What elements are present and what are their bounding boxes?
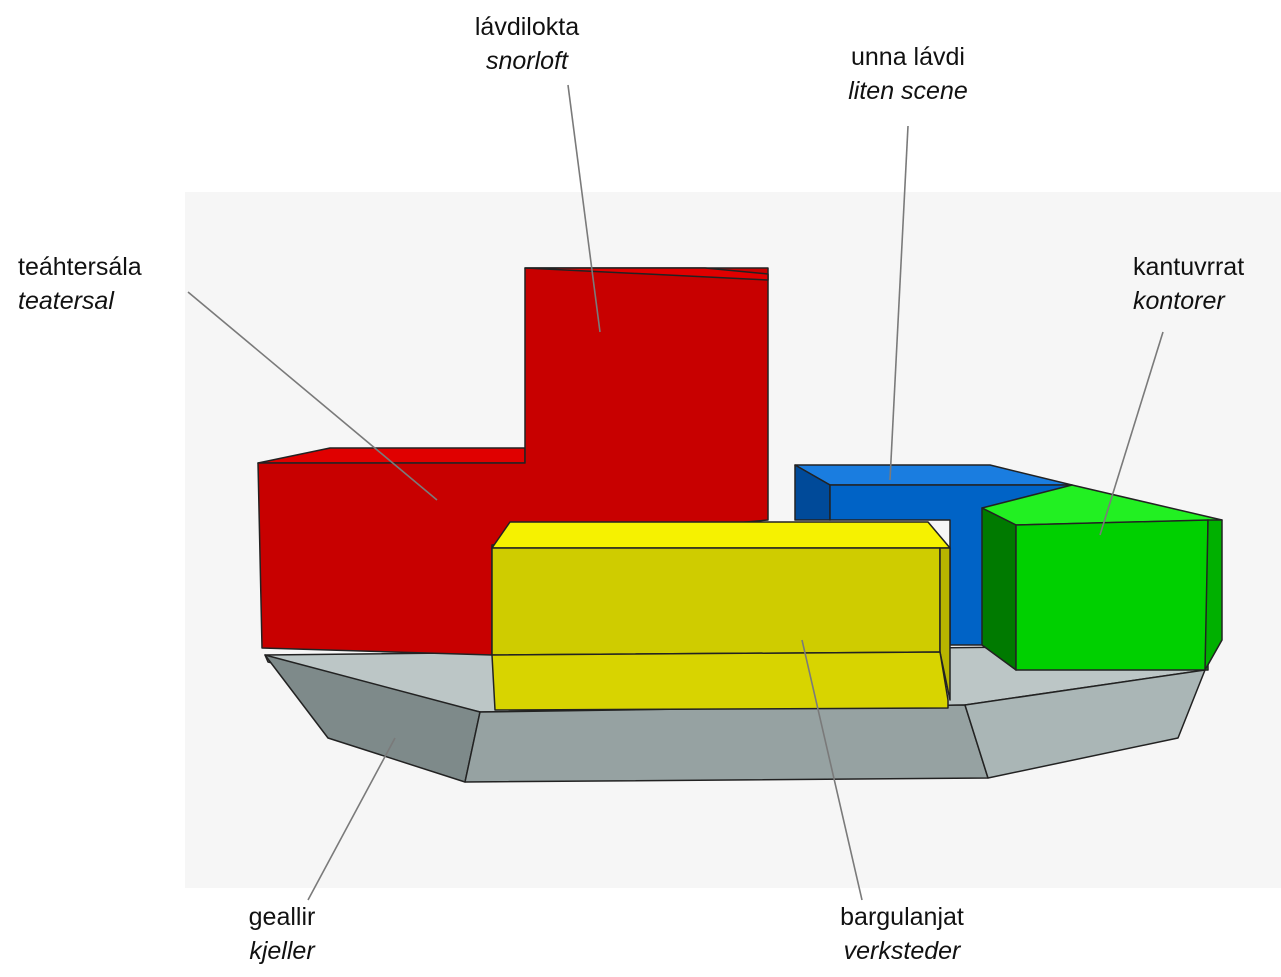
- label-offices-norwegian: kontorer: [1133, 287, 1225, 315]
- basement-right-face: [964, 669, 1206, 779]
- label-offices: kantuvrrat kontorer: [1133, 250, 1279, 318]
- label-basement: geallir kjeller: [222, 900, 342, 968]
- label-basement-sami: geallir: [248, 903, 316, 931]
- label-snorloft-sami: lávdilokta: [474, 13, 580, 41]
- label-small-stage: unna lávdi liten scene: [818, 40, 998, 108]
- fly-tower-top-face: [524, 267, 769, 281]
- label-snorloft: lávdilokta snorloft: [452, 10, 602, 78]
- leader-lines: [187, 84, 1164, 901]
- label-snorloft-norwegian: snorloft: [486, 47, 568, 75]
- theater-front-face: [257, 267, 769, 656]
- leader-line-basement: [307, 737, 396, 901]
- label-theater-hall-sami: teáhtersála: [18, 253, 142, 281]
- label-theater-hall-norwegian: teatersal: [18, 287, 114, 315]
- label-workshops-norwegian: verksteder: [843, 937, 961, 965]
- offices-left-face: [981, 507, 1017, 671]
- workshops-lower-front: [491, 651, 949, 711]
- label-basement-norwegian: kjeller: [249, 937, 315, 965]
- label-small-stage-norwegian: liten scene: [848, 77, 968, 105]
- leader-line-theater-hall: [187, 291, 438, 501]
- workshops-upper-front: [491, 547, 941, 656]
- theater-block: [257, 267, 769, 656]
- offices-front-face: [1015, 519, 1209, 671]
- offices-right-face: [1204, 519, 1223, 671]
- label-small-stage-sami: unna lávdi: [851, 43, 965, 71]
- offices-block: [981, 484, 1223, 671]
- leader-line-workshops: [801, 639, 863, 901]
- leader-line-snorloft: [567, 84, 601, 333]
- leader-line-small-stage: [889, 125, 909, 481]
- label-workshops-sami: bargulanjat: [840, 903, 964, 931]
- leader-line-offices: [1099, 331, 1164, 536]
- workshops-top-face: [491, 521, 951, 549]
- label-theater-hall: teáhtersála teatersal: [18, 250, 188, 318]
- label-workshops: bargulanjat verksteder: [812, 900, 992, 968]
- label-offices-sami: kantuvrrat: [1133, 253, 1245, 281]
- workshops-side-face: [939, 547, 951, 701]
- workshops-block: [491, 521, 951, 711]
- basement-front-face: [464, 704, 989, 783]
